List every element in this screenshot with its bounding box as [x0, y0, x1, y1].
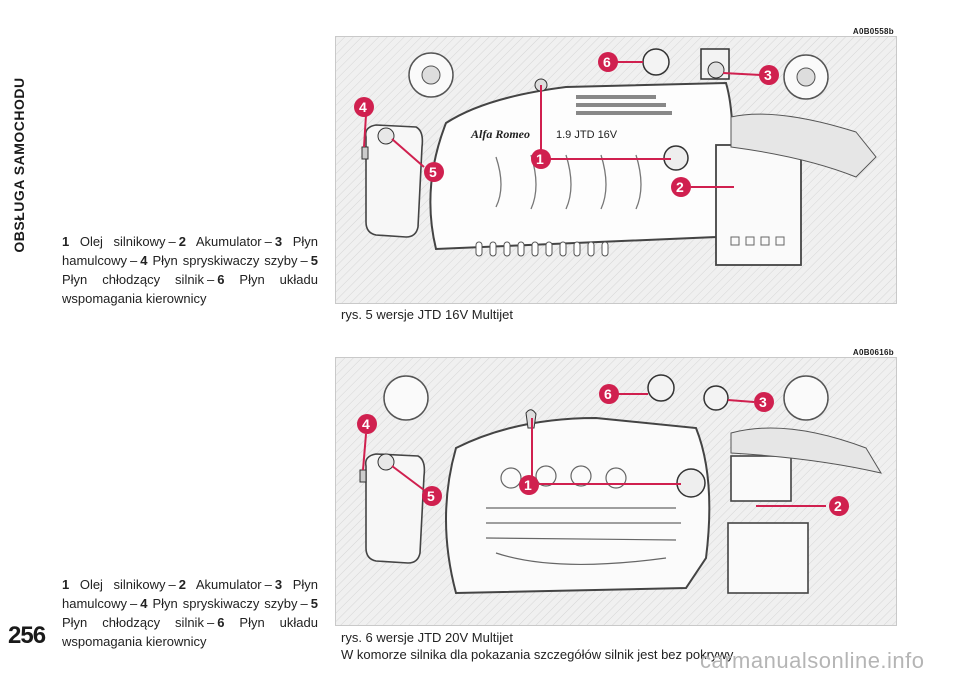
- legend-num: 4: [140, 596, 148, 611]
- callout-4: 4: [362, 416, 370, 432]
- battery: [730, 455, 792, 502]
- legend-text: Płyn chłodzący silnik: [62, 272, 204, 287]
- legend-num: 5: [310, 596, 318, 611]
- callout-2: 2: [676, 179, 684, 195]
- figure-2-caption: rys. 6 wersje JTD 20V Multijet W komorze…: [341, 629, 733, 663]
- callout-2: 2: [834, 498, 842, 514]
- legend-num: 1: [62, 234, 70, 249]
- power-steering-reservoir: [647, 374, 675, 402]
- battery: [715, 144, 802, 266]
- legend-text: Płyn układu wspomagania kierownicy: [62, 615, 318, 649]
- engine-bay-figure-1: 1.9 JTD 16V Alfa Romeo: [335, 36, 897, 304]
- legend-text: Płyn układu wspomagania kierownicy: [62, 272, 318, 306]
- callout-4: 4: [359, 99, 367, 115]
- legend-text: –: [206, 272, 215, 287]
- callout-5: 5: [427, 488, 435, 504]
- coolant-reservoir: [364, 453, 426, 564]
- figure-2-caption-line-1: rys. 6 wersje JTD 20V Multijet: [341, 630, 513, 645]
- oil-filler-cap: [676, 468, 706, 498]
- legend-text: –: [130, 253, 138, 268]
- callout-1: 1: [536, 151, 544, 167]
- legend-text: –: [264, 577, 272, 592]
- legend-text: Płyn spryskiwaczy szyby: [152, 596, 298, 611]
- callout-6: 6: [603, 54, 611, 70]
- legend-num: 5: [310, 253, 318, 268]
- legend-text: –: [300, 253, 308, 268]
- legend-num: 2: [178, 577, 187, 592]
- brake-fluid-reservoir: [707, 61, 725, 79]
- watermark: carmanualsonline.info: [700, 648, 925, 673]
- legend-text: –: [168, 234, 176, 249]
- legend-text: Płyn hamulcowy: [62, 577, 318, 611]
- legend-text: Akumulator: [195, 234, 262, 249]
- callout-1: 1: [524, 477, 532, 493]
- engine-badge: 1.9 JTD 16V: [556, 129, 618, 141]
- legend-num: 1: [62, 577, 70, 592]
- legend-text: Olej silnikowy: [79, 234, 166, 249]
- section-title: OBSŁUGA SAMOCHODU: [11, 77, 27, 253]
- page-number: 256: [8, 622, 46, 649]
- callout-6: 6: [604, 386, 612, 402]
- legend-text: –: [168, 577, 176, 592]
- legend-text: –: [300, 596, 308, 611]
- legend-text: –: [264, 234, 272, 249]
- legend-text: –: [206, 615, 215, 630]
- callout-5: 5: [429, 164, 437, 180]
- legend-figure-1: 1 Olej silnikowy–2 Akumulator–3 Płyn ham…: [62, 232, 318, 308]
- engine-cover: [429, 81, 734, 251]
- figure-2-caption-line-2: W komorze silnika dla pokazania szczegół…: [341, 647, 734, 662]
- legend-text: Płyn spryskiwaczy szyby: [152, 253, 298, 268]
- legend-num: 6: [217, 272, 225, 287]
- legend-figure-2: 1 Olej silnikowy–2 Akumulator–3 Płyn ham…: [62, 575, 318, 651]
- legend-num: 3: [274, 234, 283, 249]
- legend-text: Płyn chłodzący silnik: [62, 615, 204, 630]
- legend-num: 6: [217, 615, 225, 630]
- legend-text: Płyn hamulcowy: [62, 234, 318, 268]
- figure-1-caption: rys. 5 wersje JTD 16V Multijet: [341, 307, 513, 322]
- legend-text: Akumulator: [195, 577, 262, 592]
- brand-script: Alfa Romeo: [470, 127, 530, 141]
- engine-block: [445, 416, 711, 595]
- callout-3: 3: [764, 67, 772, 83]
- brake-fluid-reservoir: [703, 385, 729, 411]
- legend-num: 3: [274, 577, 283, 592]
- legend-num: 2: [178, 234, 187, 249]
- figure-2-code: A0B0616b: [852, 348, 894, 357]
- legend-num: 4: [140, 253, 148, 268]
- legend-text: –: [130, 596, 138, 611]
- figure-1-code: A0B0558b: [852, 27, 894, 36]
- engine-bay-figure-2: 1 2 3 4 5 6: [335, 357, 897, 626]
- power-steering-reservoir: [642, 48, 670, 76]
- legend-text: Olej silnikowy: [79, 577, 166, 592]
- callout-3: 3: [759, 394, 767, 410]
